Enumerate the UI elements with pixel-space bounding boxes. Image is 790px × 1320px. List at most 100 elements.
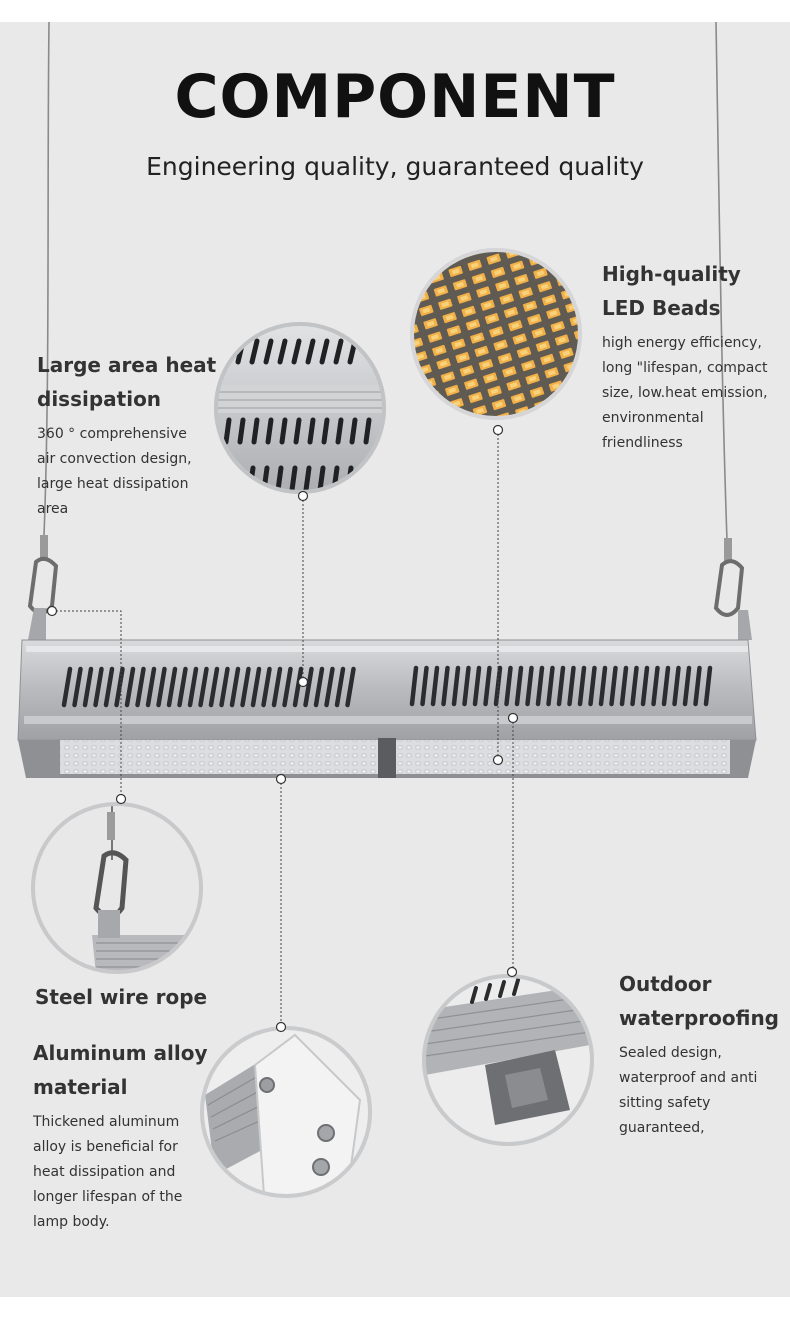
- heat-feature-title-line1: Large area heat: [37, 353, 217, 377]
- heat-slot: [588, 665, 597, 707]
- heat-slot: [693, 665, 702, 707]
- heat-slot: [177, 666, 188, 708]
- heat-slot: [345, 666, 356, 708]
- rope-feature-title: Steel wire rope: [35, 985, 208, 1009]
- heat-slot: [263, 338, 274, 365]
- water-feature-desc-line2: waterproof and anti: [619, 1070, 758, 1086]
- heat-slot: [598, 665, 608, 707]
- heat-slot: [187, 666, 199, 708]
- heat-slot: [661, 665, 671, 707]
- heat-slot: [441, 665, 450, 707]
- heat-slot: [682, 665, 692, 707]
- heat-slot: [630, 665, 639, 707]
- carabiner-hook-left: [27, 535, 59, 615]
- heat-slot: [166, 666, 178, 708]
- heat-slot: [249, 338, 260, 365]
- heat-slot: [198, 666, 209, 708]
- heat-slot: [546, 665, 555, 707]
- heat-slot: [335, 417, 344, 445]
- heat-slot: [525, 665, 534, 707]
- heat-feature-desc-line2: air convection design,: [37, 451, 192, 467]
- led-feature-title-line2: LED Beads: [602, 296, 721, 320]
- heat-slot: [305, 338, 316, 365]
- heat-slot: [208, 666, 220, 708]
- heat-slot: [223, 417, 232, 445]
- led-feature-desc-line4: environmental: [602, 410, 704, 426]
- heat-slot: [103, 666, 115, 708]
- alloy-feature-desc-line1: Thickened aluminum: [33, 1114, 180, 1130]
- heat-slot: [145, 666, 157, 708]
- heat-slot: [61, 666, 73, 708]
- heat-slots-right: [409, 665, 713, 707]
- water-feature-desc-line3: sitting safety: [619, 1095, 711, 1111]
- heat-slot: [651, 665, 660, 707]
- suspension-wires: [43, 21, 728, 541]
- heat-slot: [363, 417, 372, 445]
- heat-slot: [514, 665, 524, 707]
- heat-slot: [282, 666, 293, 708]
- heat-slot: [250, 666, 262, 708]
- heat-feature-desc-line4: area: [37, 501, 69, 517]
- led-feature-title-line1: High-quality: [602, 262, 741, 286]
- heat-slot: [324, 666, 335, 708]
- heat-slot: [317, 465, 326, 492]
- page-title: COMPONENT: [174, 62, 616, 132]
- heat-slot: [289, 465, 298, 492]
- heat-slot: [271, 666, 283, 708]
- page-subtitle: Engineering quality, guaranteed quality: [146, 152, 644, 181]
- heat-slot: [349, 417, 358, 445]
- water-feature-title-line2: waterproofing: [619, 1006, 779, 1030]
- heat-slot: [251, 417, 260, 445]
- callout-heat-dissipation: [214, 322, 386, 494]
- heat-slot: [321, 417, 330, 445]
- heat-slot: [72, 666, 83, 708]
- water-feature-desc-line4: guaranteed,: [619, 1120, 705, 1136]
- heat-slot: [703, 665, 713, 707]
- alloy-feature-desc-line4: longer lifespan of the: [33, 1189, 183, 1205]
- heat-slot: [672, 665, 681, 707]
- heat-slot: [556, 665, 566, 707]
- heat-slot: [292, 666, 304, 708]
- heat-slot: [472, 665, 482, 707]
- heat-slot: [334, 666, 346, 708]
- water-feature-desc-line1: Sealed design,: [619, 1045, 722, 1061]
- heat-slot: [319, 338, 330, 365]
- heat-slot: [303, 465, 312, 492]
- heat-feature-desc-line1: 360 ° comprehensive: [37, 426, 187, 442]
- water-feature-title-line1: Outdoor: [619, 972, 712, 996]
- heat-slot: [420, 665, 429, 707]
- callout-led-beads: [410, 248, 582, 420]
- heat-slot: [219, 666, 230, 708]
- heat-slot: [291, 338, 302, 365]
- heat-feature-desc-line3: large heat dissipation: [37, 476, 189, 492]
- led-feature-desc-line5: friendliness: [602, 435, 683, 451]
- heat-slot: [303, 666, 314, 708]
- heat-slot: [483, 665, 492, 707]
- alloy-feature-desc-line5: lamp body.: [33, 1214, 110, 1230]
- linear-lamp-body: [17, 608, 757, 778]
- heat-slot: [156, 666, 167, 708]
- heat-slot: [279, 417, 288, 445]
- heat-slot: [237, 417, 246, 445]
- heat-slot: [333, 338, 344, 365]
- heat-slot: [93, 666, 104, 708]
- heat-slot: [261, 666, 272, 708]
- heat-slot: [307, 417, 316, 445]
- heat-slot: [82, 666, 94, 708]
- heat-slot: [577, 665, 587, 707]
- heat-slot: [124, 666, 136, 708]
- heat-feature-title-line2: dissipation: [37, 387, 162, 411]
- alloy-feature-desc-line3: heat dissipation and: [33, 1164, 176, 1180]
- heat-slot: [135, 666, 146, 708]
- heat-slot: [640, 665, 650, 707]
- heat-slot: [567, 665, 576, 707]
- heat-slot: [265, 417, 274, 445]
- callout-anchor-dots: [46, 424, 519, 1033]
- heat-slot: [409, 665, 419, 707]
- heat-slot: [609, 665, 618, 707]
- heat-slot: [229, 666, 241, 708]
- heat-slot: [275, 465, 284, 492]
- alloy-feature-title-line1: Aluminum alloy: [33, 1041, 208, 1065]
- heat-slot: [240, 666, 251, 708]
